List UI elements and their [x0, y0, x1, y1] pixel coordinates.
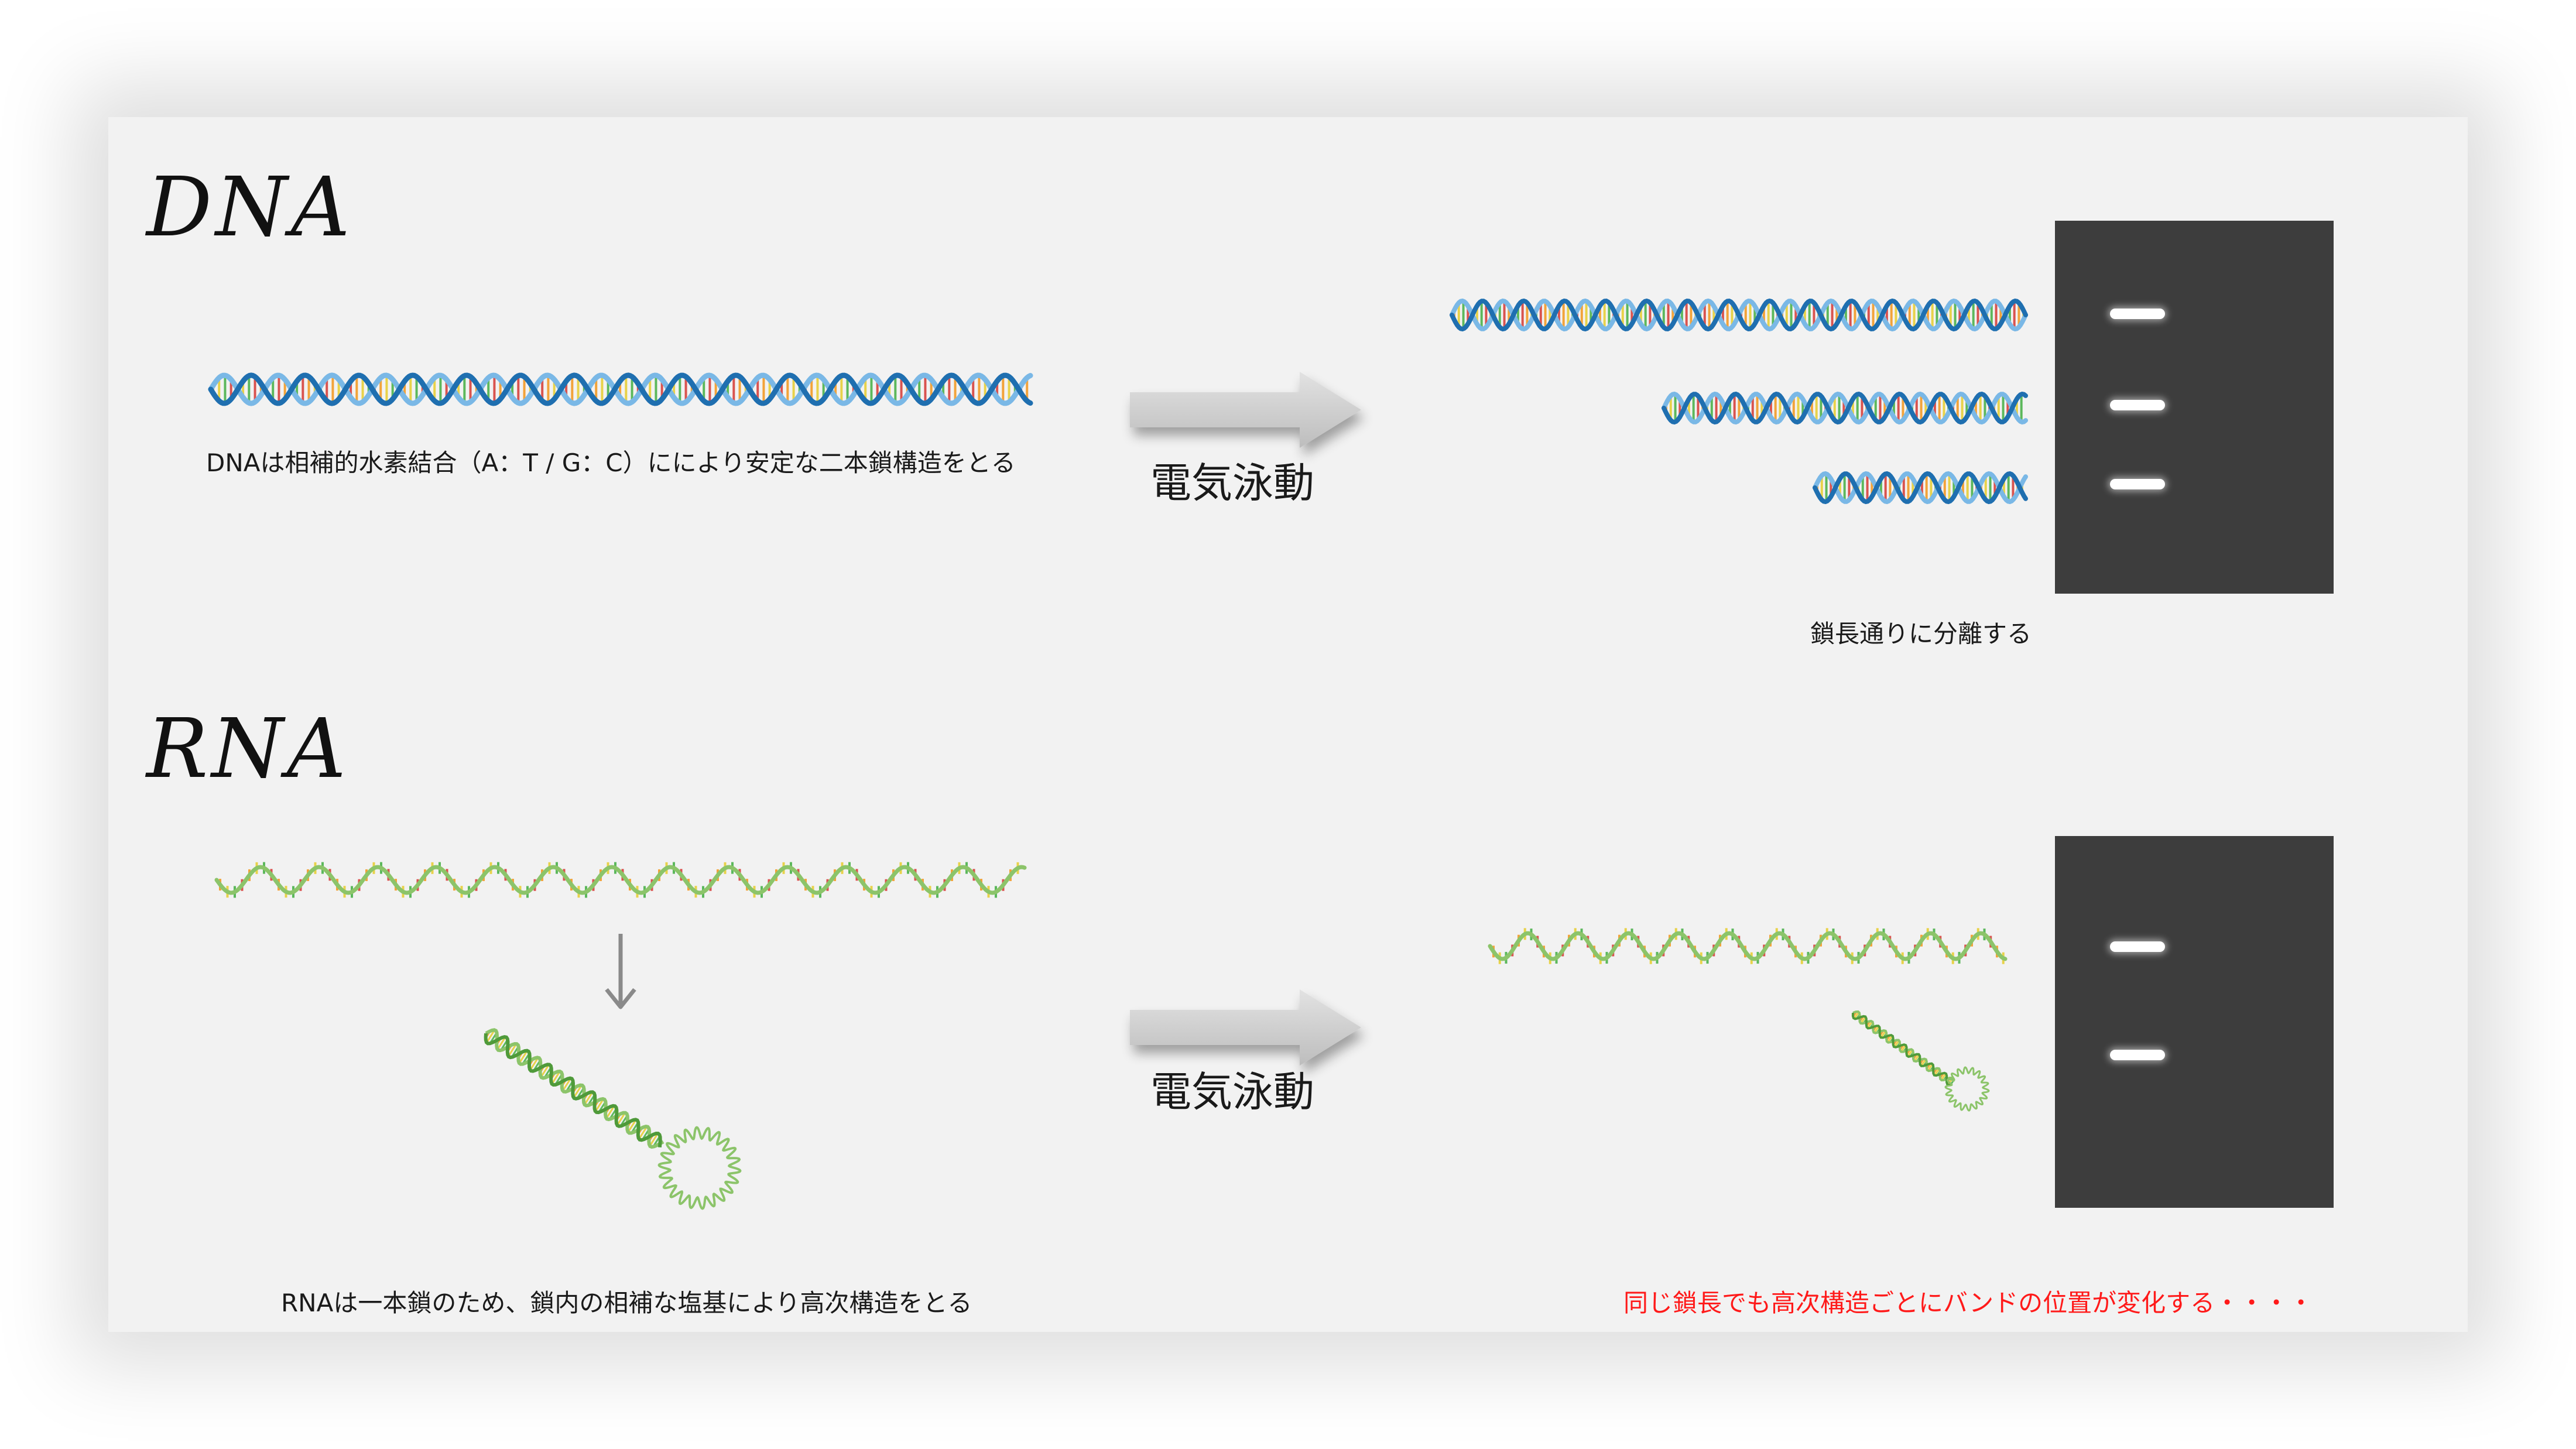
dna-gel: [2055, 221, 2334, 594]
dna-gel-band-3: [2110, 479, 2165, 489]
base-pair: [573, 1084, 583, 1098]
rna-backbone-strand: [1488, 931, 2008, 961]
dna-electrophoresis-label: 電気泳動: [1150, 459, 1314, 507]
dna-electrophoresis-arrow: [1130, 372, 1361, 448]
dna-backbone-strand: [1450, 298, 2028, 332]
base-pair: [616, 1112, 626, 1126]
base-pair: [496, 1036, 506, 1050]
dna-double-helix: [208, 372, 1033, 406]
rna-gel-band-2: [2110, 1050, 2165, 1060]
base-pair: [649, 1133, 659, 1147]
rna-single-strand: [214, 862, 1027, 898]
base-pair: [508, 1043, 518, 1057]
dna-caption: DNAは相補的水素結合（A：T / G：C）にに​より安定な二本鎖構造をとる: [206, 448, 1016, 477]
dna-title: DNA: [146, 160, 354, 255]
base-pair: [627, 1119, 637, 1133]
base-pair: [638, 1126, 648, 1140]
rna-title: RNA: [146, 701, 350, 797]
dna-fragment-short: [1813, 471, 2028, 505]
base-pair: [529, 1057, 539, 1071]
base-pair: [485, 1029, 496, 1043]
base-pair: [584, 1091, 594, 1105]
rna-electrophoresis-arrow: [1130, 989, 1361, 1066]
base-pair: [518, 1050, 528, 1064]
dna-backbone-strand: [1662, 391, 2028, 425]
dna-gel-band-1: [2110, 309, 2165, 319]
dna-backbone-strand: [208, 372, 1033, 406]
rna-backbone-strand: [1852, 1010, 1955, 1082]
base-pair: [551, 1071, 561, 1085]
base-pair: [562, 1077, 572, 1092]
rna-result-caption: 同じ鎖長でも高次構造ごとにバンドの位置が変化する・・・・: [1623, 1289, 2314, 1317]
dna-fragment-medium: [1662, 391, 2028, 425]
rna-electrophoresis-label: 電気泳動: [1150, 1068, 1314, 1116]
base-pair: [605, 1105, 615, 1119]
rna-backbone-strand: [214, 865, 1027, 895]
dna-backbone-strand: [1813, 471, 2028, 505]
base-pair: [1940, 1073, 1947, 1081]
rna-caption: RNAは一本鎖のため、鎖内の相補な塩基により高次構造をとる: [281, 1289, 972, 1317]
dna-fragment-long: [1450, 298, 2028, 332]
hairpin-loop: [1944, 1066, 1990, 1112]
rna-gel-band-1: [2110, 941, 2165, 952]
base-pair: [594, 1098, 604, 1112]
fold-down-arrow: [605, 934, 636, 1009]
base-pair: [1866, 1020, 1873, 1029]
dna-gel-band-2: [2110, 400, 2165, 410]
hairpin-stem: [1851, 1010, 1955, 1087]
base-pair: [540, 1064, 550, 1078]
dna-result-caption: 鎖長通りに分離する: [1810, 619, 2032, 648]
rna-linear-strand: [1488, 928, 2008, 964]
base-pair: [1887, 1035, 1893, 1043]
rna-backbone-strand: [484, 1033, 662, 1147]
rna-gel: [2055, 836, 2334, 1208]
rna-hairpin-small: [1851, 1010, 1990, 1112]
dna-backbone-strand: [1813, 471, 2028, 505]
hairpin-loop: [657, 1126, 742, 1210]
dna-backbone-strand: [208, 372, 1033, 406]
rna-backbone-strand: [1851, 1012, 1952, 1087]
rna-hairpin-structure: [484, 1028, 742, 1210]
hairpin-stem: [484, 1028, 664, 1149]
